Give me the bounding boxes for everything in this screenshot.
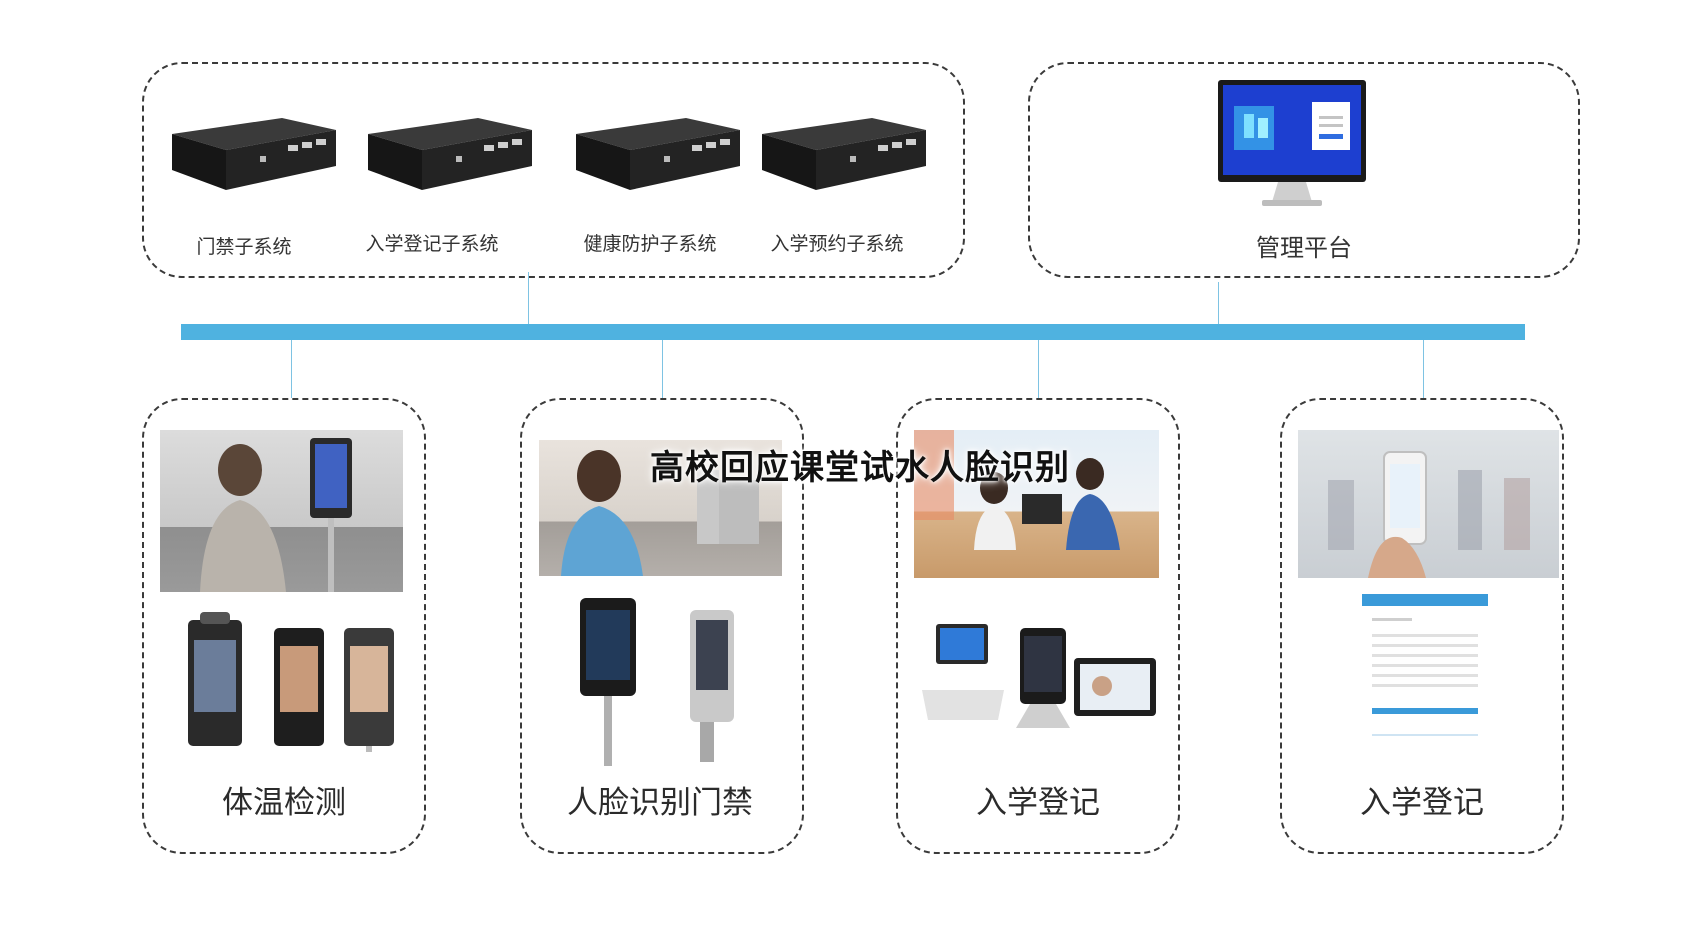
connector-subsystems-bus xyxy=(528,272,529,326)
management-platform-group xyxy=(1028,62,1580,278)
temperature-terminals-icon xyxy=(188,612,394,752)
connector-bus-enrollment-a xyxy=(1038,340,1039,398)
enrollment-group-b xyxy=(1280,398,1564,854)
temperature-group xyxy=(142,398,426,854)
overlay-headline: 高校回应课堂试水人脸识别 xyxy=(650,448,1070,488)
server-unit-enrollment xyxy=(368,118,532,190)
connector-platform-bus xyxy=(1218,282,1219,326)
enrollment-label-b: 入学登记 xyxy=(1360,785,1484,821)
connector-bus-temperature xyxy=(291,340,292,398)
mobile-enrollment-scene-photo xyxy=(1298,430,1559,578)
temperature-label: 体温检测 xyxy=(222,785,346,821)
temperature-scene-photo xyxy=(160,430,403,592)
network-bus xyxy=(181,324,1525,340)
face-access-terminals-icon xyxy=(580,598,734,766)
mobile-form-preview-icon xyxy=(1362,594,1488,748)
monitor-icon xyxy=(1218,80,1366,206)
server-unit-access xyxy=(172,118,336,190)
enrollment-scene-photo xyxy=(914,430,1159,578)
face-access-label: 人脸识别门禁 xyxy=(567,785,753,821)
subsystems-group xyxy=(142,62,965,278)
connector-bus-face-access xyxy=(662,340,663,398)
face-access-group xyxy=(520,398,804,854)
connector-bus-enrollment-b xyxy=(1423,340,1424,398)
management-platform-label: 管理平台 xyxy=(1256,234,1352,262)
subsystem-label-access: 门禁子系统 xyxy=(196,236,292,258)
subsystem-label-reservation: 入学预约子系统 xyxy=(770,233,904,255)
subsystem-label-enrollment: 入学登记子系统 xyxy=(365,233,499,255)
server-unit-health xyxy=(576,118,740,190)
server-unit-reservation xyxy=(762,118,926,190)
enrollment-group-a xyxy=(896,398,1180,854)
face-access-scene-photo xyxy=(539,440,782,576)
subsystem-label-health: 健康防护子系统 xyxy=(583,233,717,255)
enrollment-label-a: 入学登记 xyxy=(976,785,1100,821)
enrollment-terminals-icon xyxy=(922,624,1156,728)
